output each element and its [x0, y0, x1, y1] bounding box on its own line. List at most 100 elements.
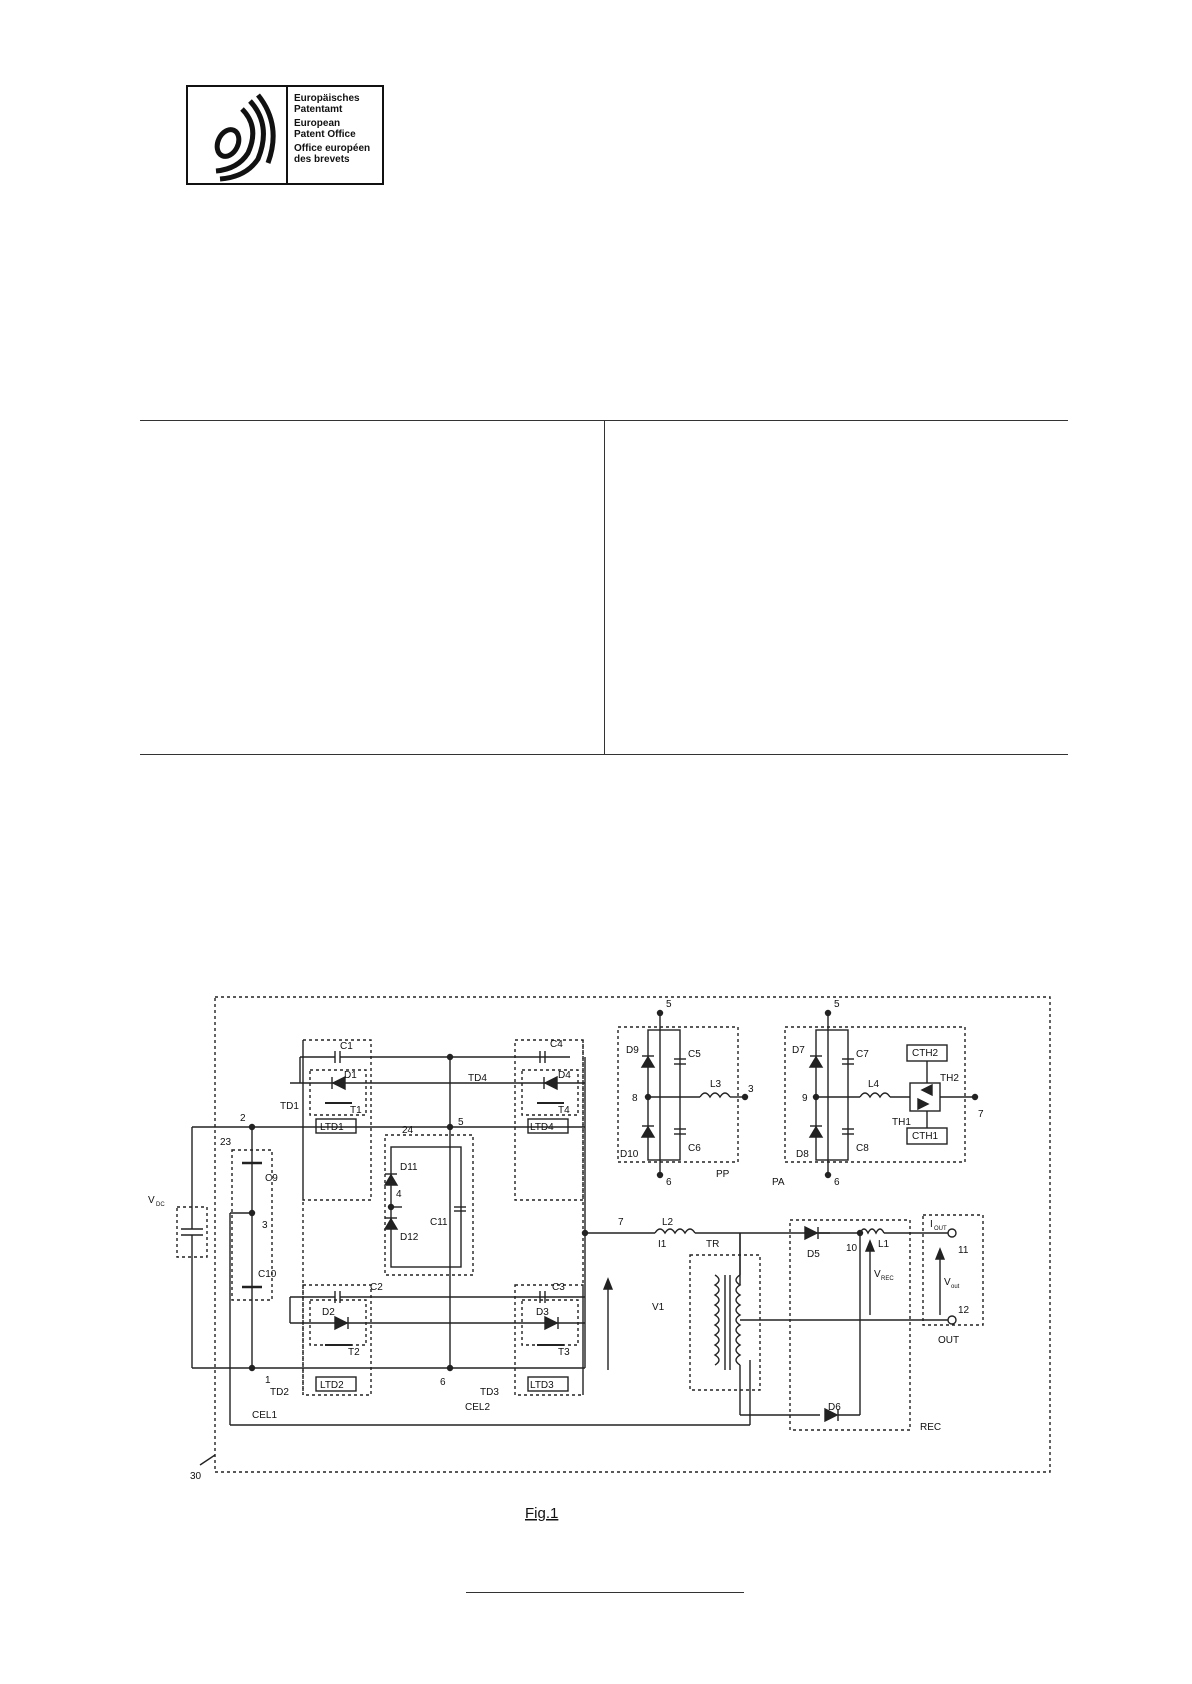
circuit-diagram: V DC 2 3 1 23 C9 C10 C1 D1 TD1 T1 LTD1 C…	[148, 996, 1051, 1522]
label-l1: L1	[878, 1239, 890, 1250]
label-d12: D12	[400, 1232, 419, 1243]
box-23	[231, 1149, 273, 1301]
out-box	[922, 1214, 984, 1326]
label-out: OUT	[938, 1335, 959, 1346]
label-tr: TR	[706, 1239, 719, 1250]
cel1-bottom-box	[302, 1284, 372, 1396]
label-node-2: 2	[240, 1113, 246, 1124]
label-c6: C6	[688, 1143, 701, 1154]
label-vdc: V	[148, 1195, 155, 1206]
label-pa: PA	[772, 1177, 785, 1188]
label-cel2: CEL2	[465, 1402, 490, 1413]
label-23: 23	[220, 1137, 232, 1148]
label-td3: TD3	[480, 1387, 499, 1398]
box-24	[384, 1134, 474, 1276]
label-pa-node-5: 5	[834, 999, 840, 1010]
transformer-box	[689, 1254, 761, 1391]
logo-line-2: Patentamt	[294, 104, 343, 115]
epo-logo-text: Europäisches Patentamt European Patent O…	[294, 93, 370, 168]
label-node-11: 11	[958, 1245, 969, 1256]
cel1-top-box	[302, 1039, 372, 1201]
label-pp-node-6: 6	[666, 1177, 672, 1188]
label-node-7: 7	[618, 1217, 624, 1228]
epo-emblem-icon	[188, 87, 288, 183]
footer-rule	[466, 1592, 744, 1593]
label-l3: L3	[710, 1079, 722, 1090]
label-pp-node-3: 3	[748, 1084, 754, 1095]
label-td1: TD1	[280, 1101, 299, 1112]
label-th1: TH1	[892, 1117, 911, 1128]
label-node-4: 4	[396, 1189, 402, 1200]
label-c4: C4	[550, 1039, 563, 1050]
logo-line-3: European	[294, 118, 341, 129]
logo-line-4: Patent Office	[294, 129, 356, 140]
label-d8: D8	[796, 1149, 809, 1160]
label-node-10: 10	[846, 1243, 858, 1254]
label-d10: D10	[620, 1149, 639, 1160]
label-cth1: CTH1	[912, 1131, 939, 1142]
label-t3: T3	[558, 1347, 570, 1358]
label-node-9: 9	[802, 1093, 808, 1104]
label-node-12: 12	[958, 1305, 970, 1316]
label-td4: TD4	[468, 1073, 487, 1084]
label-d7: D7	[792, 1045, 805, 1056]
label-c8: C8	[856, 1143, 869, 1154]
label-i1: I1	[658, 1239, 667, 1250]
label-vout-sub: out	[951, 1284, 960, 1290]
cel2-top-box	[514, 1039, 584, 1201]
label-c9: C9	[265, 1173, 278, 1184]
label-vrec-sub: REC	[881, 1276, 894, 1282]
label-ltd4: LTD4	[530, 1122, 554, 1133]
label-d3: D3	[536, 1307, 549, 1318]
label-l2: L2	[662, 1217, 674, 1228]
label-node-3: 3	[262, 1220, 268, 1231]
label-c11: C11	[430, 1217, 448, 1228]
label-vdc-sub: DC	[156, 1202, 165, 1208]
label-d5: D5	[807, 1249, 820, 1260]
label-c5: C5	[688, 1049, 701, 1060]
label-t1: T1	[350, 1105, 362, 1116]
label-24: 24	[402, 1125, 414, 1136]
logo-line-6: des brevets	[294, 154, 350, 165]
logo-line-1: Europäisches	[294, 93, 360, 104]
frame-center-divider	[604, 420, 605, 754]
label-cel1: CEL1	[252, 1410, 277, 1421]
label-d4: D4	[558, 1070, 571, 1081]
label-th2: TH2	[940, 1073, 959, 1084]
label-pp-node-5: 5	[666, 999, 672, 1010]
circuit-figure: V DC 2 3 1 23 C9 C10 C1 D1 TD1 T1 LTD1 C…	[140, 985, 1070, 1535]
pa-box	[784, 1026, 966, 1163]
label-vout: V	[944, 1277, 951, 1288]
label-iout: I	[930, 1219, 933, 1230]
label-v1: V1	[652, 1302, 665, 1313]
label-pp: PP	[716, 1169, 730, 1180]
label-node-6: 6	[440, 1377, 446, 1388]
label-c3: C3	[552, 1282, 565, 1293]
label-pa-node-6: 6	[834, 1177, 840, 1188]
label-rec: REC	[920, 1422, 941, 1433]
boundary-30	[214, 996, 1051, 1473]
label-node-1: 1	[265, 1375, 271, 1386]
label-ltd2: LTD2	[320, 1380, 344, 1391]
label-pa-node-7: 7	[978, 1109, 984, 1120]
label-d2: D2	[322, 1307, 335, 1318]
label-c10: C10	[258, 1269, 277, 1280]
figure-caption: Fig.1	[525, 1505, 558, 1522]
frame-bottom-rule	[140, 754, 1068, 755]
label-t4: T4	[558, 1105, 570, 1116]
label-t2: T2	[348, 1347, 360, 1358]
logo-line-5: Office européen	[294, 143, 371, 154]
label-node-5: 5	[458, 1117, 464, 1128]
label-node-8: 8	[632, 1093, 638, 1104]
label-ltd3: LTD3	[530, 1380, 554, 1391]
label-d6: D6	[828, 1402, 841, 1413]
label-d11: D11	[400, 1162, 418, 1173]
label-iout-sub: OUT	[934, 1226, 947, 1232]
label-30: 30	[190, 1471, 202, 1482]
label-d9: D9	[626, 1045, 639, 1056]
cel2-bottom-box	[514, 1284, 584, 1396]
label-d1: D1	[344, 1070, 357, 1081]
label-c1: C1	[340, 1041, 353, 1052]
label-vrec: V	[874, 1269, 881, 1280]
label-td2: TD2	[270, 1387, 289, 1398]
